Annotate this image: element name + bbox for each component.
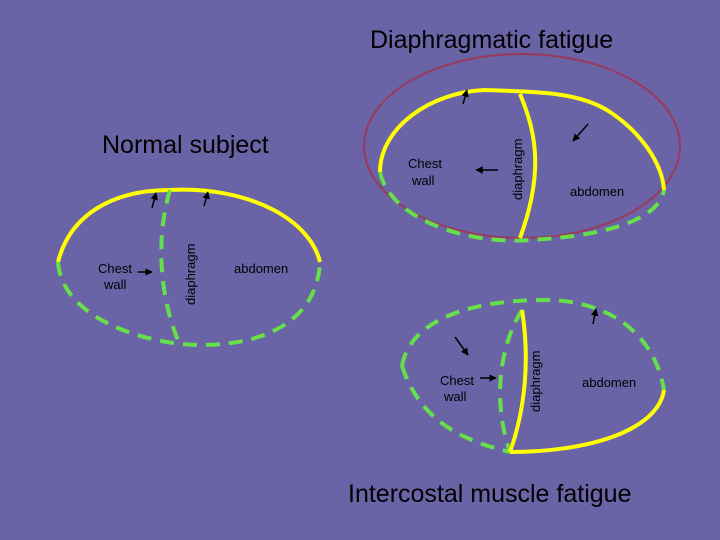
normal-bottom-outline [56,261,322,348]
diaphragmatic-abdomen-label: abdomen [570,184,624,199]
normal-chest-label-line2: wall [103,277,127,292]
normal-chest-arrow [150,192,158,209]
normal-subject-title: Normal subject [102,131,269,159]
intercostal-fatigue-title: Intercostal muscle fatigue [348,480,632,508]
intercostal-fatigue-diagram: Chest wall diaphragm abdomen [400,297,666,454]
normal-abdomen-label: abdomen [234,261,288,276]
normal-diaphragm-label: diaphragm [183,244,198,305]
intercostal-dashed-outline [400,297,666,391]
intercostal-diaphragm-line [498,308,524,453]
intercostal-diaphragm-solid [508,309,528,453]
intercostal-abdomen-label: abdomen [582,375,636,390]
normal-subject-diagram: Chest wall diaphragm abdomen [56,187,322,348]
diaphragmatic-chest-arrow [461,89,469,105]
diaphragmatic-chest-label-line1: Chest [408,156,442,171]
intercostal-chest-label-line2: wall [443,389,467,404]
intercostal-chest-arrow [454,336,469,356]
intercostal-diaphragm-label: diaphragm [528,351,543,412]
normal-abdomen-top-arc [169,187,322,263]
diaphragmatic-bottom-outline [378,171,666,243]
intercostal-abdomen-solid [509,389,666,454]
diaphragmatic-diaphragm-label: diaphragm [510,139,525,200]
diaphragmatic-diaphragm-solid [518,93,538,239]
normal-chest-wall-top-arc [56,188,171,263]
diaphragmatic-fatigue-diagram: Chest wall diaphragm abdomen [363,53,681,243]
intercostal-abdomen-arrow [590,308,599,325]
normal-abdomen-arrow [202,191,210,207]
normal-diaphragm-line [159,189,182,346]
diaphragmatic-fatigue-title: Diaphragmatic fatigue [370,26,614,54]
intercostal-bottom-outline [400,365,511,454]
intercostal-chest-label-line1: Chest [440,373,474,388]
diaphragmatic-solid-outline [378,87,666,191]
normal-chest-label-line1: Chest [98,261,132,276]
diaphragmatic-abdomen-arrow [572,123,589,142]
diaphragmatic-chest-label-line2: wall [411,173,435,188]
